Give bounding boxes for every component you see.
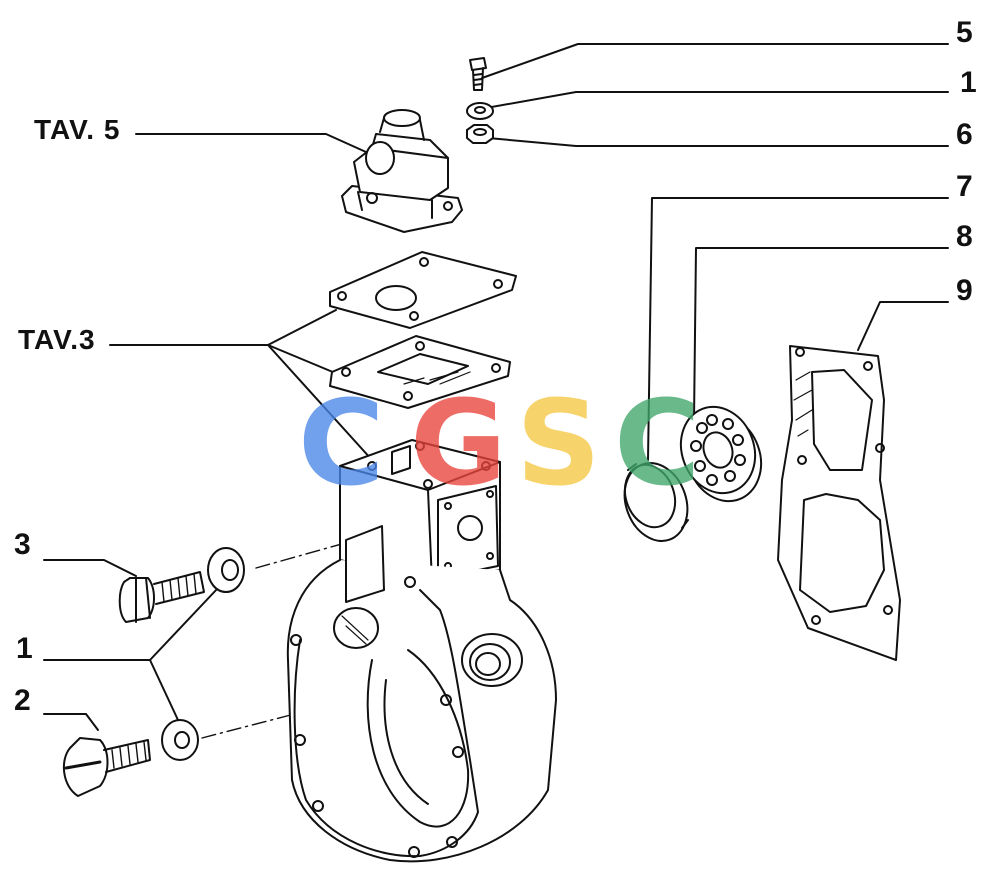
label-part-7: 7	[956, 170, 973, 203]
label-part-9: 9	[956, 274, 973, 307]
label-part-8: 8	[956, 220, 973, 253]
label-part-2: 2	[14, 684, 31, 717]
leader-8	[693, 247, 949, 421]
leader-1-left-a	[149, 587, 219, 661]
label-part-5: 5	[956, 16, 973, 49]
nut-part-6	[466, 124, 494, 144]
leader-3	[43, 559, 137, 577]
label-part-6: 6	[956, 118, 973, 151]
leader-lines	[43, 43, 949, 731]
middle-gasket	[329, 335, 511, 409]
watermark-letter-4: C	[614, 374, 701, 512]
hex-bolt-part-3	[118, 571, 205, 623]
leader-tav3-a	[267, 309, 337, 346]
tav5-valve-assembly	[341, 109, 463, 233]
label-part-3: 3	[14, 528, 31, 561]
label-part-1-top: 1	[960, 66, 977, 99]
watermark-letter-3: S	[516, 374, 601, 512]
leader-tav3-b	[267, 344, 341, 376]
leader-9	[857, 301, 949, 351]
leader-2	[43, 713, 99, 731]
seal-ring-part-7	[623, 462, 689, 542]
watermark-letter-1: C	[298, 374, 385, 512]
washer-part-1-lower	[161, 719, 199, 761]
ball-bearing-part-8	[679, 405, 763, 503]
label-tav3: TAV.3	[18, 324, 96, 355]
leader-1-top	[485, 91, 949, 109]
leader-7	[647, 197, 949, 461]
leader-1-left-b	[149, 659, 179, 721]
main-gearbox-casing	[286, 439, 557, 863]
washer-part-1-upper	[207, 547, 245, 593]
upper-cover-plate	[329, 251, 517, 329]
label-tav5: TAV. 5	[34, 114, 121, 145]
leader-6	[487, 137, 949, 147]
washer-part-1-top	[466, 102, 494, 120]
gasket-part-9	[777, 345, 901, 661]
bolt-part-5	[469, 57, 487, 91]
slotted-screw-part-2	[62, 737, 151, 797]
leader-tav5	[135, 133, 367, 153]
label-part-1-left: 1	[16, 632, 33, 665]
leader-5	[481, 43, 949, 79]
watermark-letter-2: G	[410, 374, 507, 512]
leader-tav3-c	[267, 344, 373, 461]
